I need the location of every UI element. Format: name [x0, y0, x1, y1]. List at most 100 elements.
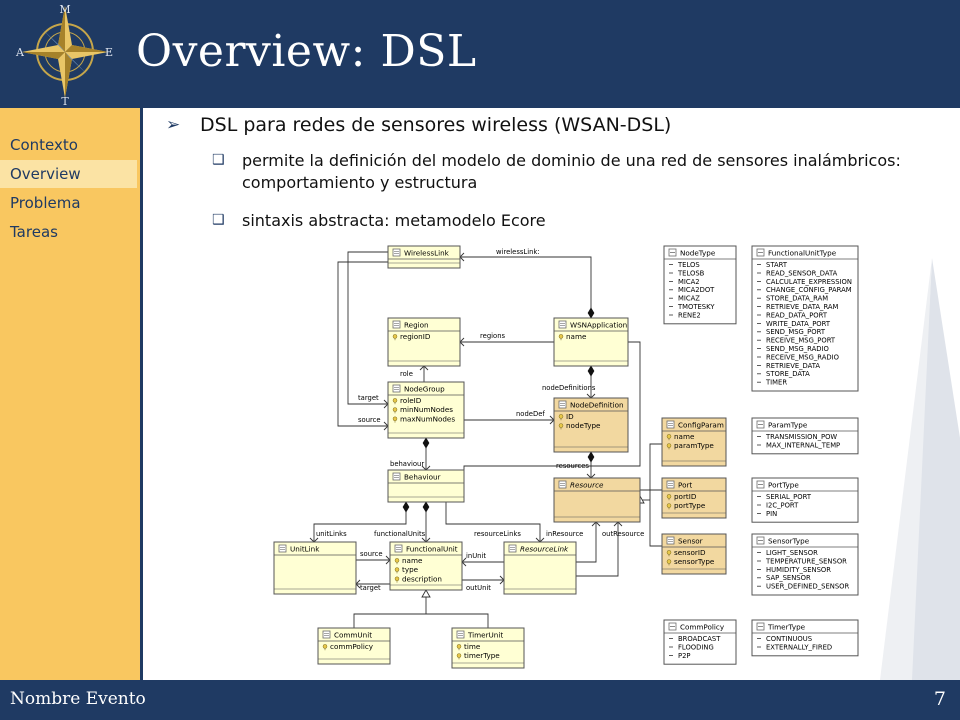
enum-literal: START: [766, 261, 788, 269]
class-name-wsnapplication: WSNApplication: [570, 321, 627, 330]
composition-diamond: [422, 437, 430, 449]
enum-literal: SEND_MSG_RADIO: [766, 345, 829, 353]
enum-literal: STORE_DATA: [766, 370, 810, 378]
enum-literal: CALCULATE_EXPRESSION: [766, 278, 852, 286]
enum-literal: READ_DATA_PORT: [766, 311, 828, 319]
class-attribute: minNumNodes: [400, 405, 453, 414]
class-name-configparam: ConfigParam: [678, 421, 724, 430]
edge-label-behaviour: behaviour: [390, 460, 424, 468]
slide-title: Overview: DSL: [136, 26, 477, 77]
slide-footer: Nombre Evento 7: [0, 680, 960, 720]
page-number: 7: [933, 688, 946, 710]
class-icon: [666, 420, 675, 429]
enum-name-commpolicy: CommPolicy: [680, 623, 725, 632]
background-decoration: [880, 258, 960, 680]
class-icon: [558, 480, 567, 489]
class-attribute: portID: [674, 492, 697, 501]
enum-icon: [756, 248, 765, 257]
bullet-main-text: DSL para redes de sensores wireless (WSA…: [200, 114, 672, 136]
enum-name-sensortype: SensorType: [768, 537, 810, 546]
edge-resource-gen: [649, 443, 662, 547]
attribute-icon: [666, 503, 672, 510]
edge-label-regions: regions: [480, 332, 505, 340]
class-name-behaviour: Behaviour: [404, 473, 441, 482]
class-attribute: nodeType: [566, 421, 601, 430]
edge-label-nodeDef: nodeDef: [516, 410, 545, 418]
edge-inresource: [576, 522, 597, 563]
class-attribute: timerType: [464, 651, 500, 660]
class-box-resourcelink: ResourceLink: [503, 541, 577, 595]
enum-name-functionalunittype: FunctionalUnitType: [768, 249, 837, 258]
attribute-icon: [392, 407, 398, 414]
sidebar-item-problema[interactable]: Problema: [10, 194, 81, 212]
attribute-icon: [456, 653, 462, 660]
enum-icon: [668, 248, 677, 257]
class-name-nodegroup: NodeGroup: [404, 385, 445, 394]
compass-east-label: E: [105, 46, 113, 59]
compass-north-label: M: [59, 3, 70, 16]
compass-west-label: A: [15, 46, 25, 59]
square-bullet-icon: ❑: [212, 212, 225, 228]
sidebar-item-overview[interactable]: Overview: [0, 160, 137, 188]
class-icon: [558, 320, 567, 329]
class-name-resourcelink: ResourceLink: [520, 545, 569, 554]
enum-icon: [756, 480, 765, 489]
sidebar-item-contexto[interactable]: Contexto: [10, 136, 78, 154]
class-name-functionalunit: FunctionalUnit: [406, 545, 458, 554]
enum-literal: TIMER: [765, 379, 787, 387]
edge-behaviour-app: [463, 341, 641, 470]
class-name-wirelesslink: WirelessLink: [404, 249, 450, 258]
enum-literal: WRITE_DATA_PORT: [766, 320, 831, 328]
class-icon: [392, 472, 401, 481]
enum-literal: STORE_DATA_RAM: [766, 295, 828, 303]
enum-box-nodetype: NodeTypeTELOSTELOSBMICA2MICA2DOTMICAZTMO…: [663, 245, 737, 325]
enum-literal: TMOTESKY: [677, 303, 715, 311]
sidebar-item-tareas[interactable]: Tareas: [10, 223, 58, 241]
compass-rose-icon: M E A T: [15, 3, 113, 108]
edge-label-target_bottom: target: [360, 584, 381, 592]
diagram-classes: WirelessLinkRegionregionIDWSNApplication…: [273, 245, 859, 669]
enum-literal: RETRIEVE_DATA_RAM: [766, 303, 839, 311]
edge-label-role: role: [400, 370, 413, 378]
composition-diamond: [587, 451, 595, 463]
class-name-unitlink: UnitLink: [290, 545, 320, 554]
inheritance-triangle: [421, 589, 431, 598]
class-attribute: portType: [674, 501, 706, 510]
enum-literal: CONTINUOUS: [766, 635, 812, 643]
attribute-icon: [392, 398, 398, 405]
enum-icon: [756, 420, 765, 429]
class-box-unitlink: UnitLink: [273, 541, 357, 595]
enum-literal: SERIAL_PORT: [766, 493, 812, 501]
edge-source-top: [337, 261, 388, 427]
enum-literal: EXTERNALLY_FIRED: [766, 643, 832, 651]
class-icon: [278, 544, 287, 553]
attribute-icon: [666, 494, 672, 501]
edge-inheritance-units: [353, 613, 489, 628]
class-box-behaviour: Behaviour: [387, 469, 465, 503]
enum-literal: TRANSMISSION_POW: [765, 433, 837, 441]
enum-literal: USER_DEFINED_SENSOR: [766, 583, 850, 591]
class-box-wirelesslink: WirelessLink: [387, 245, 461, 269]
class-name-nodedefinition: NodeDefinition: [570, 401, 624, 410]
composition-diamond: [587, 307, 595, 319]
edge-label-unitLinks: unitLinks: [316, 530, 347, 538]
class-name-sensor: Sensor: [678, 537, 703, 546]
class-icon: [558, 400, 567, 409]
edge-label-inResource: inResource: [546, 530, 583, 538]
class-name-timerunit: TimerUnit: [467, 631, 503, 640]
class-icon: [508, 544, 517, 553]
enum-literal: TELOSB: [677, 269, 705, 277]
enum-literal: RENE2: [678, 311, 701, 319]
composition-diamond: [587, 365, 595, 377]
enum-box-functionalunittype: FunctionalUnitTypeSTARTREAD_SENSOR_DATAC…: [751, 245, 859, 392]
enum-literal: TEMPERATURE_SENSOR: [765, 557, 847, 565]
attribute-icon: [394, 567, 400, 574]
attribute-icon: [558, 414, 564, 421]
enum-literal: MICA2DOT: [678, 286, 715, 294]
